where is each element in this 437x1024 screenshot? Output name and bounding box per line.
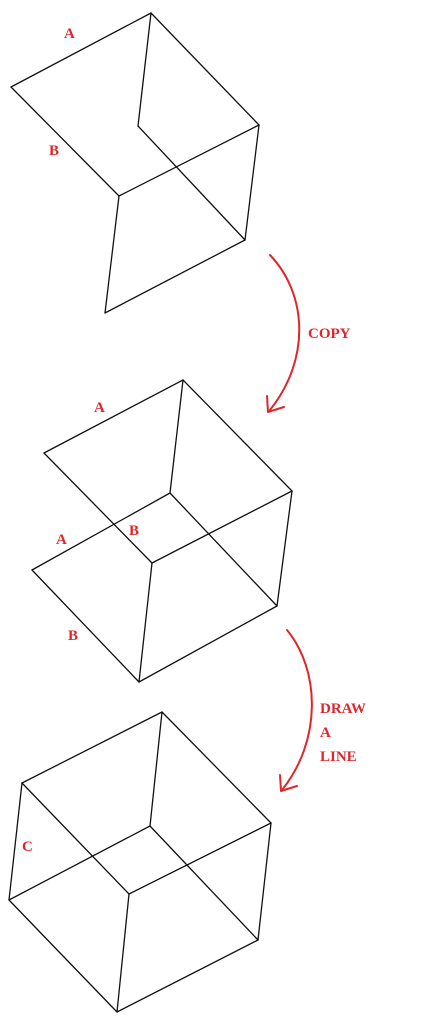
- figure3-new-line: [8, 782, 23, 901]
- figure3-edge: [128, 822, 272, 895]
- figure3-edge: [116, 893, 130, 1013]
- figure-base-shape: [10, 12, 260, 314]
- figure2-edge: [31, 569, 140, 683]
- copy-arrowhead: [266, 395, 285, 413]
- draw-line-label-1: DRAW: [320, 701, 366, 717]
- figure2-edge: [43, 379, 184, 454]
- figure2-edge: [182, 379, 293, 492]
- figure2-edge: [169, 379, 184, 494]
- figure1-edge: [104, 239, 246, 314]
- figure-finished-cube: [8, 711, 272, 1013]
- figure1-edge: [137, 12, 152, 127]
- figure1-edge: [244, 124, 260, 241]
- label-b: B: [129, 523, 139, 539]
- figure3-edge: [8, 825, 151, 901]
- draw-line-arrowhead: [279, 774, 298, 792]
- figure3-edge: [161, 711, 272, 824]
- label-a: A: [56, 532, 67, 548]
- draw-line-label-2: A: [320, 725, 331, 741]
- draw-line-label-3: LINE: [320, 749, 357, 765]
- figure1-edge: [10, 86, 120, 197]
- label-a: A: [94, 400, 105, 416]
- label-b: B: [68, 628, 78, 644]
- copy-arrow: [269, 254, 301, 411]
- figure1-edge: [10, 12, 152, 88]
- figure1-edge: [104, 195, 120, 314]
- label-c: C: [22, 839, 33, 855]
- figure2-edge: [43, 452, 153, 564]
- figure3-edge: [8, 899, 118, 1013]
- figure3-edge: [21, 782, 130, 895]
- copy-step: COPY: [266, 254, 351, 413]
- figure-copied-shape: [31, 379, 293, 683]
- figure2-edge: [151, 490, 293, 564]
- figure3-edge: [149, 711, 163, 827]
- label-b: B: [49, 143, 59, 159]
- figure2-edge: [169, 492, 278, 607]
- draw-line-arrow: [281, 629, 313, 791]
- figure1-edge: [150, 12, 260, 126]
- figure3-edge: [116, 939, 259, 1013]
- figure2-edge: [138, 562, 153, 683]
- figure3-edge: [149, 825, 259, 941]
- figure1-edge: [137, 125, 246, 241]
- draw-line-step: DRAW A LINE: [279, 629, 366, 792]
- label-a: A: [64, 26, 75, 42]
- figure2-edge: [138, 605, 278, 683]
- figure3-edge: [21, 711, 163, 784]
- figure3-edge: [257, 822, 272, 941]
- figure2-edge: [31, 492, 171, 571]
- copy-label: COPY: [308, 326, 351, 342]
- figure1-edge: [118, 124, 260, 197]
- figure2-edge: [276, 490, 293, 607]
